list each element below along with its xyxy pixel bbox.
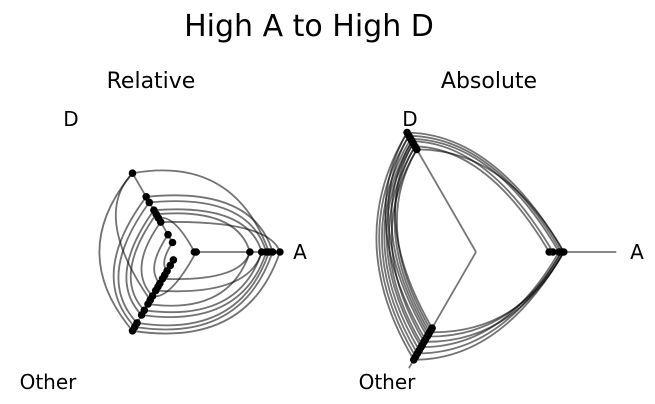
curve — [112, 196, 147, 328]
curve — [98, 172, 134, 332]
point-a — [246, 248, 254, 256]
point-d — [150, 206, 158, 214]
curve — [416, 148, 565, 253]
point-other — [166, 261, 175, 270]
curve — [384, 132, 427, 341]
curve — [156, 212, 251, 253]
point-d — [403, 128, 411, 137]
chart-panel-relative: Relative D A Other — [20, 69, 308, 394]
curve — [427, 251, 563, 338]
curve — [413, 251, 565, 361]
curve — [149, 200, 268, 253]
axis-label-right: A — [293, 240, 307, 264]
curve — [387, 135, 428, 337]
point-other — [410, 356, 418, 364]
point-other — [137, 311, 146, 319]
curve — [393, 145, 431, 333]
point-a — [276, 248, 284, 256]
curve — [429, 251, 565, 334]
chart-panel-absolute: Absolute D A Other — [359, 69, 645, 394]
axis-label-right: A — [630, 240, 644, 264]
curve — [125, 209, 155, 316]
figure-title: High A to High D — [184, 9, 434, 44]
curve — [132, 251, 281, 335]
point-d — [145, 198, 154, 207]
curve — [114, 172, 151, 301]
point-a — [560, 248, 568, 256]
point-d — [142, 193, 150, 201]
curve — [144, 251, 263, 314]
curve — [385, 142, 422, 348]
curve — [162, 251, 251, 280]
point-other — [151, 286, 160, 295]
curve — [424, 251, 565, 343]
curve — [160, 221, 281, 253]
point-a — [549, 248, 557, 256]
point-a — [192, 248, 200, 256]
curve — [414, 145, 550, 253]
axis-label-bottom: Other — [20, 370, 78, 394]
panel-subtitle: Relative — [107, 69, 196, 94]
point-a — [268, 248, 277, 256]
point-other — [128, 327, 137, 335]
curve — [117, 201, 151, 324]
curve — [394, 142, 433, 329]
point-other — [144, 300, 152, 308]
curve — [383, 140, 421, 351]
point-d — [168, 238, 177, 247]
curve — [153, 208, 263, 253]
panel-subtitle: Absolute — [441, 69, 537, 94]
curve — [375, 132, 415, 361]
curve — [141, 251, 268, 319]
curve — [378, 135, 417, 358]
curve — [411, 140, 554, 253]
curve — [381, 138, 419, 354]
curve — [390, 140, 430, 335]
curve — [140, 221, 162, 297]
point-d — [164, 230, 172, 239]
curve — [147, 251, 251, 307]
curve — [408, 134, 563, 253]
curve — [136, 251, 270, 327]
curve — [410, 138, 560, 253]
axis-label-top: D — [402, 107, 417, 131]
point-d — [128, 169, 137, 177]
curve — [134, 251, 274, 331]
curve — [132, 169, 270, 253]
curve — [155, 251, 263, 293]
axis-label-top: D — [63, 107, 78, 131]
axis-label-bottom: Other — [359, 370, 417, 394]
curve — [417, 251, 563, 355]
